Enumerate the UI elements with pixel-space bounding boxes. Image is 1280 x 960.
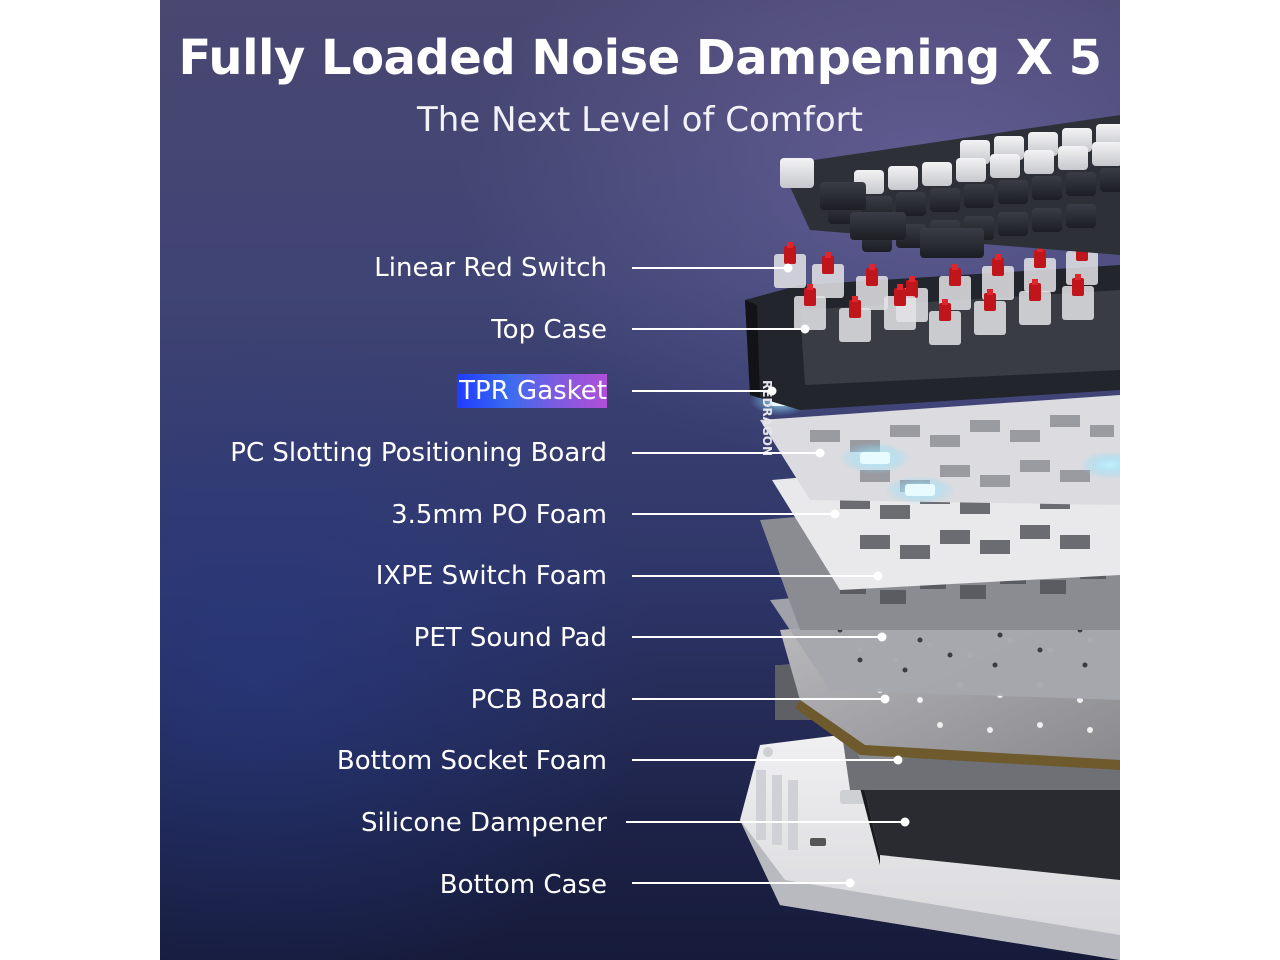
leader-line: [632, 632, 887, 642]
leader-line: [632, 509, 840, 519]
layer-label-pcb-board: PCB Board: [470, 685, 607, 715]
leader-line: [632, 571, 883, 581]
leader-line: [632, 386, 777, 396]
keycap: [888, 166, 918, 190]
product-infographic: REDRAGON Fully Loaded Noise Dampening X …: [160, 0, 1120, 960]
page-subtitle: The Next Level of Comfort: [417, 100, 863, 140]
page-title: Fully Loaded Noise Dampening X 5: [178, 30, 1103, 86]
layer-label-po-foam: 3.5mm PO Foam: [391, 500, 607, 530]
layer-label-pet-sound-pad: PET Sound Pad: [413, 623, 607, 653]
keycap: [1032, 208, 1062, 232]
keycap: [1066, 172, 1096, 196]
keycap-tab: [820, 182, 866, 210]
keycap: [1032, 176, 1062, 200]
keycap: [930, 188, 960, 212]
keycap: [922, 162, 952, 186]
switch: [794, 284, 826, 330]
switch: [856, 264, 888, 310]
keycap: [896, 192, 926, 216]
switch: [1062, 274, 1094, 320]
switch: [929, 299, 961, 345]
keycap: [1024, 150, 1054, 174]
switch: [884, 284, 916, 330]
layer-label-bottom-socket-foam: Bottom Socket Foam: [336, 746, 607, 776]
layer-label-bottom-case: Bottom Case: [439, 870, 607, 900]
keycap: [998, 212, 1028, 236]
keycap: [1058, 146, 1088, 170]
leader-line: [632, 448, 825, 458]
switch: [974, 289, 1006, 335]
switch: [1019, 279, 1051, 325]
leader-line: [626, 817, 910, 827]
keycap-caps-lock: [850, 212, 906, 240]
layer-label-linear-red-switch: Linear Red Switch: [374, 253, 607, 283]
layer-label-ixpe-switch-foam: IXPE Switch Foam: [375, 561, 607, 591]
keycap: [1066, 204, 1096, 228]
layer-label-tpr-gasket: TPR Gasket: [457, 374, 607, 408]
keycap-shift: [920, 228, 984, 258]
keycap: [956, 158, 986, 182]
leader-line: [632, 324, 810, 334]
exploded-keyboard-illustration: REDRAGON: [626, 115, 1120, 960]
leader-line: [632, 878, 855, 888]
keycap-esc: [780, 158, 814, 188]
keycap: [1096, 124, 1120, 148]
keycap: [998, 180, 1028, 204]
switch: [812, 252, 844, 298]
leader-line: [632, 694, 890, 704]
linear-red-switches-illustration: [774, 239, 1098, 345]
keycaps-illustration: [780, 115, 1120, 258]
keycap: [964, 184, 994, 208]
brand-logo: REDRAGON: [760, 380, 774, 456]
keycap: [1092, 142, 1120, 166]
keycap: [990, 154, 1020, 178]
switch: [839, 296, 871, 342]
leader-line: [632, 755, 903, 765]
layer-label-silicone-dampener: Silicone Dampener: [360, 808, 607, 838]
layer-label-pc-positioning-board: PC Slotting Positioning Board: [230, 438, 607, 468]
leader-line: [632, 263, 793, 273]
keycap: [1100, 168, 1120, 192]
layer-label-top-case: Top Case: [491, 315, 607, 345]
leader-lines: [626, 263, 910, 888]
